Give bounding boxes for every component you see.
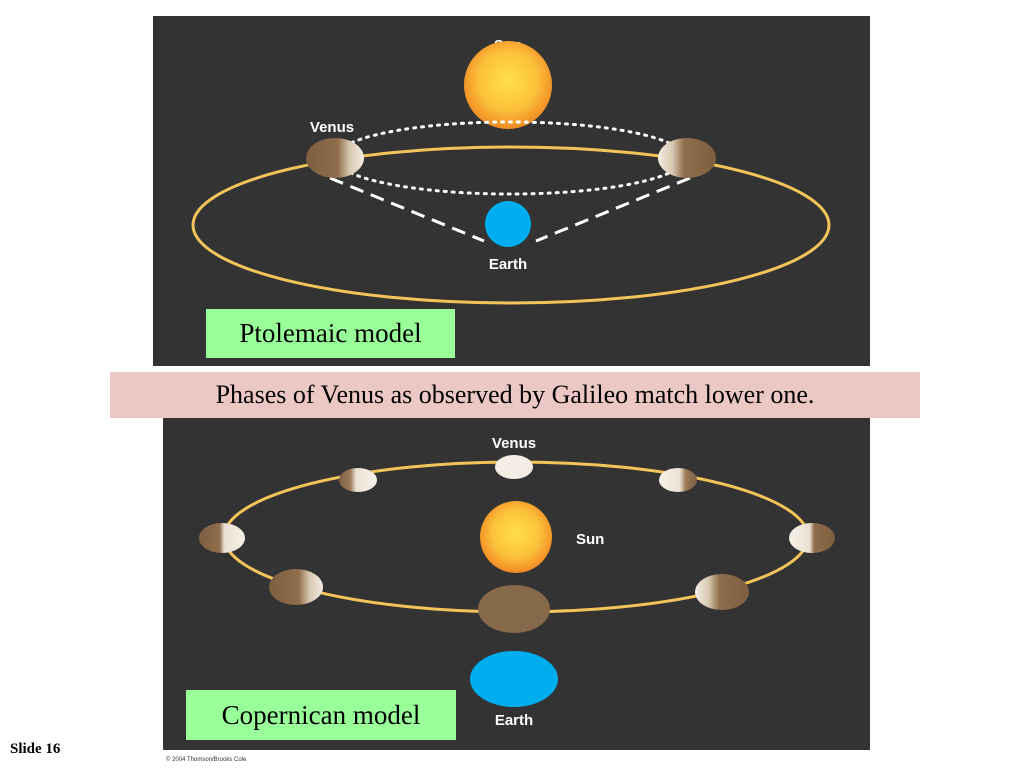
venus-phase-gibbous-left: [339, 468, 377, 492]
copernican-venus-label: Venus: [492, 435, 536, 452]
ptolemaic-venus-left: [306, 138, 364, 178]
venus-phase-gibbous-right: [659, 468, 697, 492]
ptolemaic-sun-orbit: [191, 145, 831, 305]
copernican-sun-label: Sun: [576, 531, 604, 548]
ptolemaic-earth-label: Earth: [489, 256, 527, 273]
copernican-sun: [480, 501, 552, 573]
copyright-notice: © 2004 Thomson/Brooks Cole: [166, 757, 247, 763]
venus-phase-full: [495, 455, 533, 479]
ptolemaic-model-label: Ptolemaic model: [206, 309, 455, 358]
sightline-left: [329, 176, 485, 243]
slide-number: Slide 16: [10, 741, 61, 757]
venus-phase-new: [478, 585, 550, 633]
ptolemaic-earth: [485, 201, 531, 247]
sightline-right: [535, 176, 691, 243]
copernican-earth-label: Earth: [495, 712, 533, 729]
copernican-model-label: Copernican model: [186, 690, 456, 740]
copernican-earth: [470, 651, 558, 707]
ptolemaic-venus-label: Venus: [310, 119, 354, 136]
caption: Phases of Venus as observed by Galileo m…: [110, 372, 920, 418]
ptolemaic-model: Sun Venus Earth: [191, 37, 831, 305]
venus-epicycle: [333, 120, 687, 196]
venus-phase-crescent-left: [269, 569, 323, 605]
ptolemaic-venus-right: [658, 138, 716, 178]
venus-phase-crescent-right: [695, 574, 749, 610]
copernican-model: Venus Sun Earth: [199, 435, 835, 729]
venus-phase-half-left: [199, 523, 245, 553]
venus-phase-half-right: [789, 523, 835, 553]
ptolemaic-sun: [464, 41, 552, 129]
